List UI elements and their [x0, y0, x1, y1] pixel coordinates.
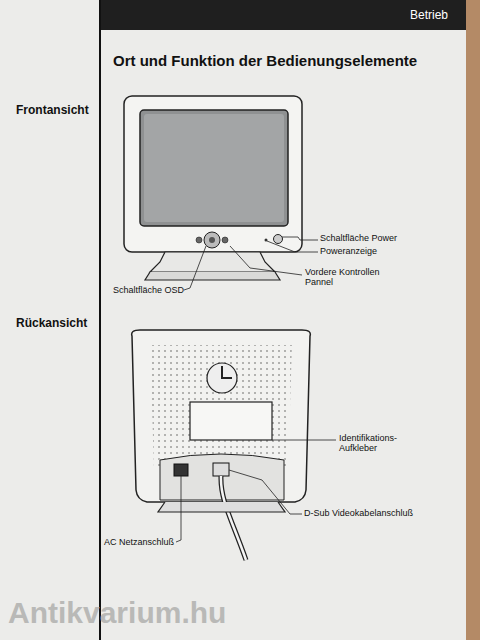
section-label: Rückansicht [16, 317, 98, 331]
leader-line [176, 440, 336, 542]
header-bar [100, 0, 466, 30]
header-label: Betrieb [410, 9, 462, 23]
section-label: Frontansicht [16, 104, 98, 118]
margin-rule [99, 0, 101, 640]
callout-label: D-Sub Videokabelanschluß [304, 508, 414, 518]
callout-label: Schaltfläche Power [320, 233, 460, 243]
leader-line [184, 237, 318, 290]
callout-label: Vordere Kontrollen Pannel [305, 267, 405, 288]
callout-label: Identifikations- Aufkleber [339, 433, 415, 454]
page-title: Ort und Funktion der Bedienungselemente [113, 52, 453, 69]
page-edge [466, 0, 480, 640]
watermark: Antikvarium.hu [8, 596, 458, 631]
rear-monitor [132, 330, 311, 560]
callout-label: AC Netzanschluß [102, 537, 174, 547]
callout-label: Schaltfläche OSD [104, 285, 184, 295]
callout-label: Poweranzeige [320, 246, 460, 256]
front-monitor [124, 96, 302, 280]
